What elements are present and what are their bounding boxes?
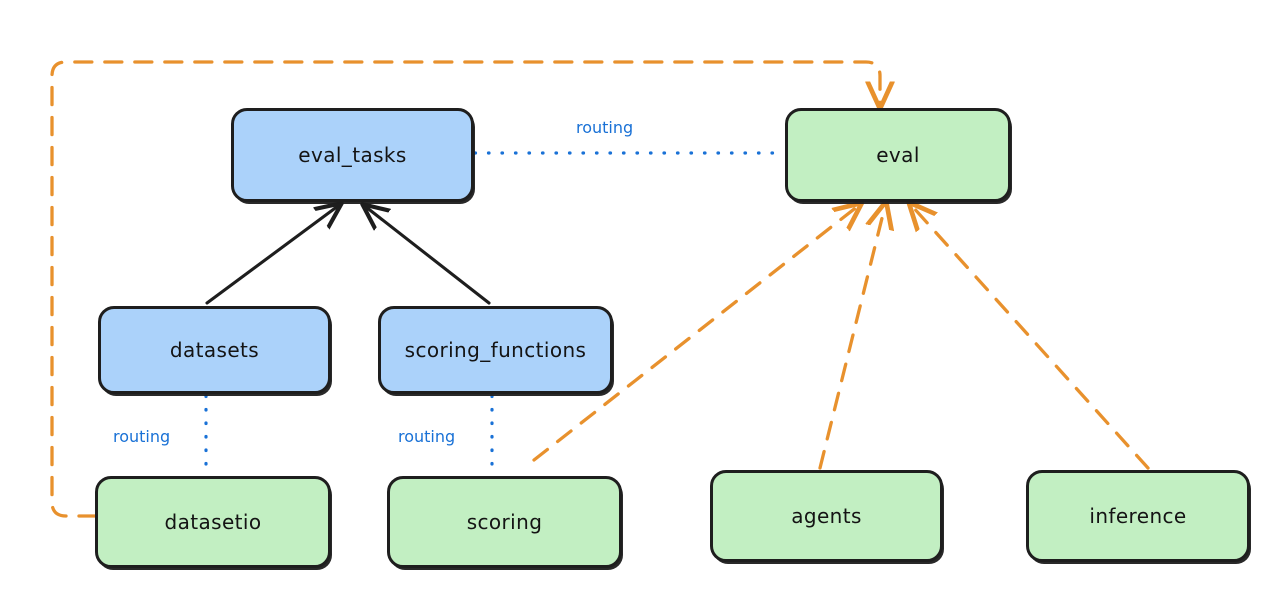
- node-eval[interactable]: eval: [785, 108, 1011, 202]
- edge-datasets-to-eval_tasks: [205, 206, 338, 305]
- edge-label-routing-datasets-datasetio: routing: [113, 427, 171, 446]
- node-label-datasets: datasets: [169, 338, 260, 362]
- edge-label-routing-scoring-functions-scoring: routing: [398, 427, 456, 446]
- node-inference[interactable]: inference: [1026, 470, 1250, 562]
- edge-agents-to-eval: [818, 206, 885, 470]
- node-label-scoring-functions: scoring_functions: [404, 338, 587, 362]
- node-eval-tasks[interactable]: eval_tasks: [231, 108, 474, 202]
- node-scoring[interactable]: scoring: [387, 476, 622, 568]
- node-label-agents: agents: [791, 504, 862, 528]
- node-scoring-functions[interactable]: scoring_functions: [378, 306, 613, 394]
- node-label-datasetio: datasetio: [164, 510, 262, 534]
- node-label-eval-tasks: eval_tasks: [298, 143, 407, 167]
- edge-scoring_functions-to-eval_tasks: [366, 207, 491, 305]
- edge-label-routing-eval-tasks-eval: routing: [576, 118, 634, 137]
- node-datasetio[interactable]: datasetio: [95, 476, 331, 568]
- node-datasets[interactable]: datasets: [98, 306, 331, 394]
- node-agents[interactable]: agents: [710, 470, 943, 562]
- node-label-inference: inference: [1089, 504, 1187, 528]
- node-label-scoring: scoring: [466, 510, 543, 534]
- node-label-eval: eval: [876, 143, 920, 167]
- edge-inference-to-eval: [912, 206, 1150, 470]
